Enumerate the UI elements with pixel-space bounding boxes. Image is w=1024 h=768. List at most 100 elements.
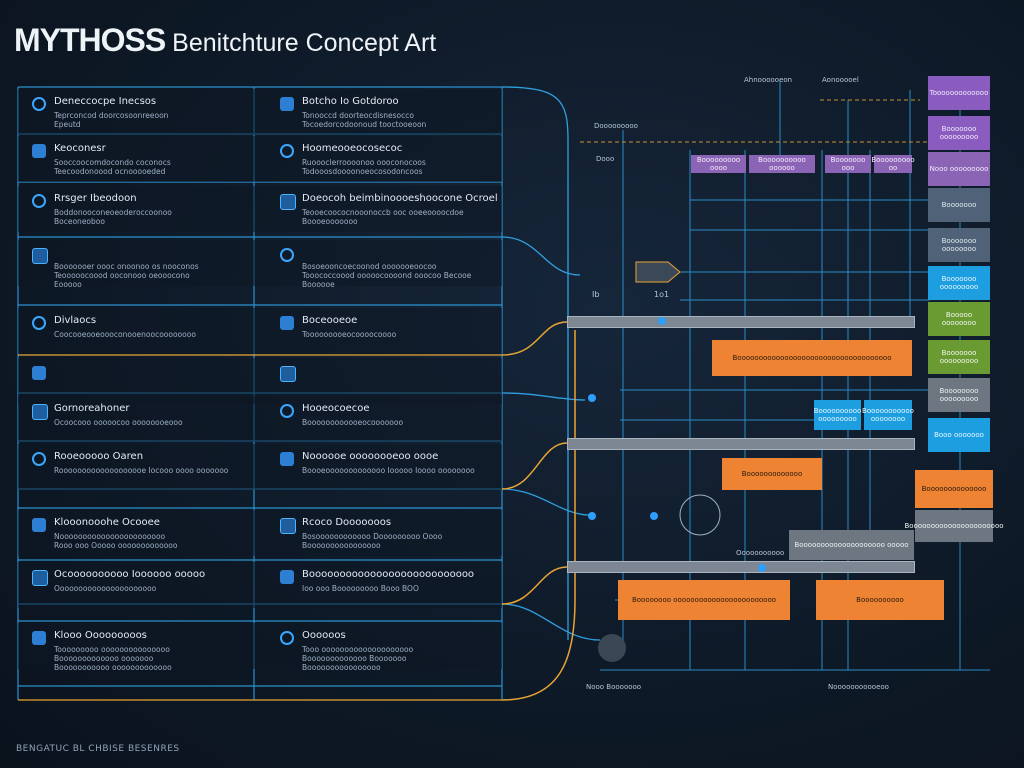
right-box[interactable]: Booooooo ooooooooo	[928, 266, 990, 300]
cyan-box-1[interactable]: Boooooooooo ooooooooo	[814, 400, 861, 430]
description-line: Teooooocoood ooconooo oeooocono	[54, 271, 190, 280]
page-title: MYTHOSS Benitchture Concept Art	[14, 22, 437, 58]
orange-box-5[interactable]: Boooooooooooooo	[915, 470, 993, 508]
item-description: Coocooeooeoooconooenoocoooooooo	[54, 330, 196, 339]
top-box-1[interactable]: Booooooooo oooo	[691, 155, 746, 173]
bus-node-3	[588, 512, 596, 520]
description-line: Boooooooooooooooo	[302, 541, 381, 550]
description-line: Booooooer oooc onoonoo os nooconos	[54, 262, 199, 271]
right-box[interactable]: Booooooo oooooooo	[928, 228, 990, 262]
right-box[interactable]: Booooooo ooooooooo	[928, 340, 990, 374]
right-box[interactable]: Booooooo ooooooooo	[928, 116, 990, 150]
right-box[interactable]: Booooo oooooooo	[928, 302, 990, 336]
item-title: Divlaocs	[54, 315, 97, 326]
gray-box[interactable]: Boooooooooooooooooooo ooooo	[789, 530, 914, 560]
description-line: Ioo ooo Booooooooo Booo BOO	[302, 584, 419, 593]
description-line: Tooococcoood ooooocoooond ooocoo Becooe	[302, 271, 472, 280]
right-box[interactable]: Tooooooooooooo	[928, 76, 990, 110]
bus-node-5	[758, 564, 766, 572]
module-icon	[280, 570, 294, 584]
cyan-box-2[interactable]: Booooooooooo oooooooo	[862, 400, 914, 430]
list-item[interactable]	[18, 358, 254, 404]
gray-box-2[interactable]: Boooooooooooooooooooooo	[904, 510, 1004, 542]
component-icon	[32, 248, 48, 264]
orange-box-2[interactable]: Booooooooooooo	[722, 458, 822, 490]
top-label-2: Aonooooel	[822, 76, 859, 84]
description-line: Nooooooooooooooooooooooo	[54, 532, 166, 541]
item-title: Rooeooooo Oaren	[54, 451, 144, 462]
description-line: Teecoodonoood ocnooooeded	[54, 167, 166, 176]
right-box[interactable]: Nooo ooooooooo	[928, 152, 990, 186]
top-box-2[interactable]: Boooooooooo oooooo	[749, 155, 815, 173]
orange-box-1[interactable]: Boooooooooooooooooooooooooooooooooooo	[712, 340, 912, 376]
item-description: Rooooooooooooooooooe Iocooo oooo ooooooo	[54, 466, 228, 475]
component-icon	[32, 366, 46, 380]
description-line: Coocooeooeoooconooenoocoooooooo	[54, 330, 196, 339]
bus-bar-1	[567, 316, 915, 328]
description-line: Rooooooooooooooooooe Iocooo oooo ooooooo	[54, 466, 229, 475]
component-icon	[32, 518, 46, 532]
description-line: Booooooooooo ooooooooooooo	[54, 663, 172, 672]
component-icon	[32, 97, 46, 111]
orange-box-4[interactable]: Boooooooooo	[816, 580, 944, 620]
orange-box-3[interactable]: Boooooooo oooooooooooooooooooooooo	[618, 580, 790, 620]
item-title: Rcoco Dooooooos	[302, 517, 392, 528]
module-icon	[280, 404, 294, 418]
module-icon	[280, 144, 294, 158]
description-line: Oooooooooooooooooooooo	[54, 584, 157, 593]
item-title: Booooooooooooooooooooooooooo	[302, 569, 475, 580]
item-title: Doeocoh beimbinoooeshoocone Ocroel	[302, 193, 498, 204]
module-icon	[280, 316, 294, 330]
item-description: Ioo ooo Booooooooo Booo BOO	[302, 584, 419, 593]
list-item[interactable]	[266, 358, 502, 404]
right-box[interactable]: Booooooo	[928, 188, 990, 222]
description-line: Boddonooconeoeoderoccoonoo	[54, 208, 172, 217]
right-box[interactable]: Booo ooooooo	[928, 418, 990, 452]
description-line: Sooccoocomdocondo coconocs	[54, 158, 171, 167]
description-line: Boooooooooooooooo	[302, 663, 381, 672]
item-description: Oooooooooooooooooooooo	[54, 584, 156, 593]
right-box[interactable]: Boooooooo ooooooooo	[928, 378, 990, 412]
hub-node	[598, 634, 626, 662]
module-icon	[280, 452, 294, 466]
description-line: Boooooe	[302, 280, 335, 289]
description-line: Eooooo	[54, 280, 82, 289]
component-icon	[32, 404, 48, 420]
top-box-3[interactable]: Booooooo ooo	[825, 155, 871, 173]
side-label-2: Dooo	[596, 155, 615, 163]
description-line: Ruoooclerroooonoo oooconocoos	[302, 158, 426, 167]
top-box-4[interactable]: Booooooooo oo	[871, 155, 915, 173]
item-title: Hooeocoecoe	[302, 403, 370, 414]
description-line: Boooeooooooo	[302, 217, 358, 226]
